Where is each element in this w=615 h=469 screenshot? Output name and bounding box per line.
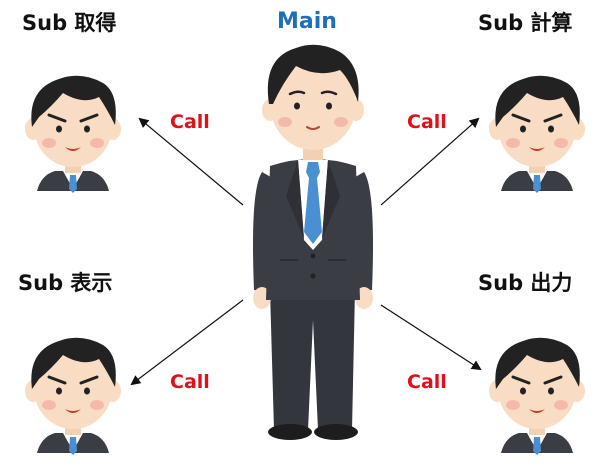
sub-person-top-left bbox=[23, 74, 123, 195]
call-label-top-left: Call bbox=[170, 111, 210, 133]
arrow-to-sub-bottom-right bbox=[380, 304, 482, 371]
sub-person-bottom-right bbox=[487, 336, 587, 457]
call-label-bottom-right: Call bbox=[407, 371, 447, 393]
arrow-to-sub-top-right bbox=[380, 117, 480, 206]
sub-label-top-right: Sub 計算 bbox=[478, 11, 573, 35]
call-label-top-right: Call bbox=[407, 111, 447, 133]
sub-person-top-right bbox=[487, 74, 587, 195]
arrow-to-sub-top-left bbox=[138, 117, 244, 206]
sub-label-top-left: Sub 取得 bbox=[22, 11, 117, 35]
sub-label-bottom-left: Sub 表示 bbox=[18, 271, 113, 295]
call-label-bottom-left: Call bbox=[170, 371, 210, 393]
sub-label-bottom-right: Sub 出力 bbox=[478, 271, 573, 295]
sub-person-bottom-left bbox=[23, 336, 123, 457]
arrow-to-sub-bottom-left bbox=[130, 299, 244, 386]
main-person bbox=[253, 44, 373, 440]
main-label: Main bbox=[277, 9, 337, 34]
